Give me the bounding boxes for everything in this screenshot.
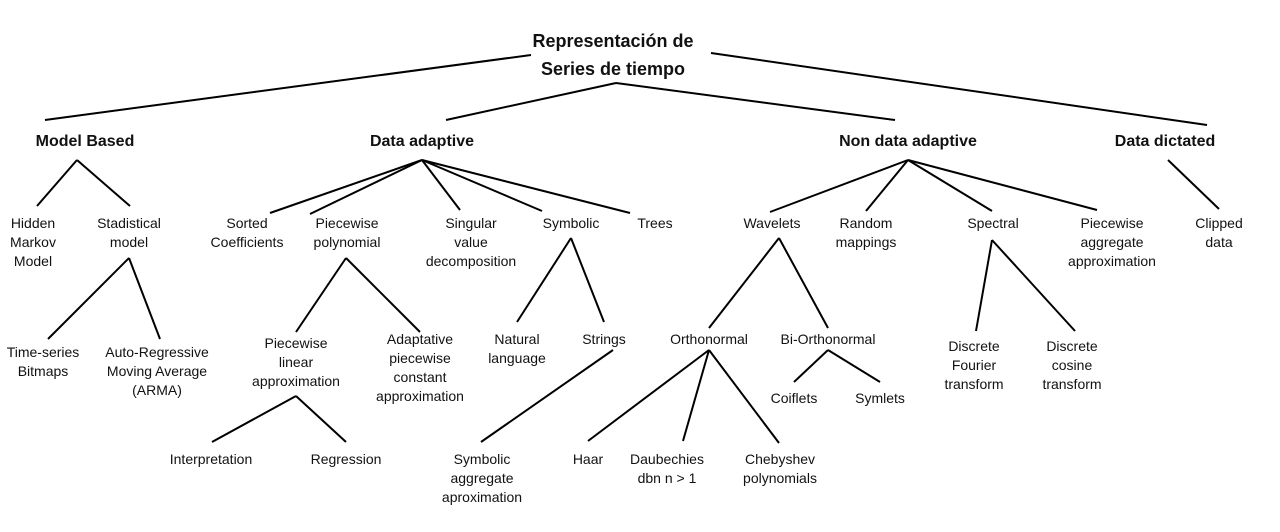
- edge-stat_model-to-ts_bitmaps: [47, 257, 130, 340]
- node-stat-model: Stadistical model: [97, 215, 161, 250]
- edge-pla-to-interpretation: [211, 395, 297, 443]
- node-dft: Discrete Fourier transform: [944, 338, 1004, 392]
- node-non-data-adaptive: Non data adaptive: [839, 133, 977, 150]
- edge-root-to-data_dictated: [710, 52, 1208, 126]
- edge-stat_model-to-arma: [128, 257, 161, 340]
- edge-strings-to-sax: [480, 349, 614, 443]
- edge-non_data_adaptive-to-spectral: [907, 159, 993, 212]
- edge-symbolic-to-natural_lang: [516, 237, 572, 323]
- edge-wavelets-to-orthonormal: [708, 237, 780, 329]
- edge-model_based-to-stat_model: [76, 159, 131, 207]
- edge-orthonormal-to-chebyshev: [708, 349, 780, 444]
- node-apca: Adaptative piecewise constant approximat…: [376, 331, 464, 404]
- edge-data_adaptive-to-trees: [421, 159, 631, 214]
- node-pla: Piecewise linear approximation: [252, 335, 340, 389]
- node-natural-lang: Natural language: [488, 331, 546, 366]
- node-strings: Strings: [582, 331, 626, 347]
- node-svd: Singular value decomposition: [425, 215, 517, 269]
- node-dct: Discrete cosine transform: [1042, 338, 1102, 392]
- edge-orthonormal-to-haar: [587, 349, 710, 442]
- edge-data_adaptive-to-symbolic: [421, 159, 543, 212]
- edge-non_data_adaptive-to-random_map: [865, 159, 909, 212]
- edge-data_adaptive-to-piecewise_poly: [309, 159, 423, 215]
- edge-root-to-non_data_adaptive: [615, 82, 896, 121]
- node-clipped: Clipped data: [1195, 215, 1243, 250]
- node-regression: Regression: [310, 451, 382, 467]
- node-symlets: Symlets: [855, 390, 905, 406]
- edge-non_data_adaptive-to-wavelets: [769, 159, 909, 213]
- node-arma: Auto-Regressive Moving Average (ARMA): [105, 344, 209, 398]
- node-daubechies: Daubechies dbn n > 1: [630, 451, 704, 486]
- edge-symbolic-to-strings: [570, 237, 605, 323]
- node-model-based: Model Based: [35, 133, 135, 150]
- node-piecewise-poly: Piecewise polynomial: [313, 215, 381, 250]
- edge-wavelets-to-bi_orthonormal: [778, 237, 829, 329]
- node-root: Representación de Series de tiempo: [532, 31, 694, 79]
- edge-data_adaptive-to-svd: [421, 159, 461, 211]
- node-random-map: Random mappings: [835, 215, 897, 250]
- node-wavelets: Wavelets: [743, 215, 801, 231]
- edge-piecewise_poly-to-apca: [345, 257, 421, 333]
- edge-orthonormal-to-daubechies: [682, 349, 710, 442]
- edge-piecewise_poly-to-pla: [295, 257, 347, 333]
- node-data-dictated: Data dictated: [1114, 133, 1216, 150]
- node-sax: Symbolic aggregate aproximation: [441, 451, 523, 505]
- node-bi-orthonormal: Bi-Orthonormal: [780, 331, 876, 347]
- node-orthonormal: Orthonormal: [670, 331, 748, 347]
- node-coiflets: Coiflets: [770, 390, 818, 406]
- edge-spectral-to-dct: [991, 239, 1076, 332]
- edge-model_based-to-hmm: [36, 159, 78, 207]
- edge-root-to-model_based: [44, 54, 532, 121]
- node-symbolic: Symbolic: [542, 215, 600, 231]
- node-chebyshev: Chebyshev polynomials: [743, 451, 817, 486]
- node-haar: Haar: [572, 451, 604, 467]
- edge-spectral-to-dft: [975, 239, 993, 332]
- edge-data_dictated-to-clipped: [1167, 159, 1220, 210]
- node-trees: Trees: [637, 215, 673, 231]
- node-paa: Piecewise aggregate approximation: [1068, 215, 1156, 269]
- node-data-adaptive: Data adaptive: [369, 133, 475, 150]
- edge-bi_orthonormal-to-symlets: [827, 349, 881, 383]
- edge-root-to-data_adaptive: [445, 82, 617, 121]
- node-hmm: Hidden Markov Model: [10, 215, 56, 269]
- edge-data_adaptive-to-sorted_coef: [269, 159, 423, 214]
- node-sorted-coef: Sorted Coefficients: [210, 215, 284, 250]
- edge-non_data_adaptive-to-paa: [907, 159, 1098, 211]
- edge-bi_orthonormal-to-coiflets: [793, 349, 829, 383]
- node-spectral: Spectral: [967, 215, 1019, 231]
- node-interpretation: Interpretation: [169, 451, 253, 467]
- node-ts-bitmaps: Time-series Bitmaps: [6, 344, 80, 379]
- edge-pla-to-regression: [295, 395, 347, 443]
